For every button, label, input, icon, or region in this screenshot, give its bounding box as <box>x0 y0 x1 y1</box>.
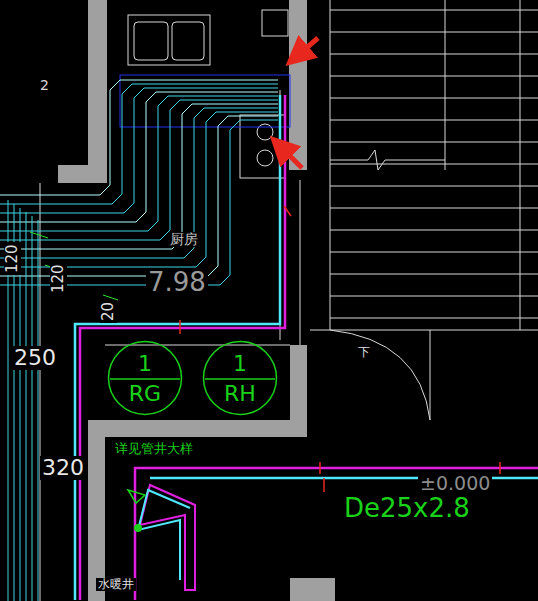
plan-label: 20 <box>100 300 117 323</box>
walls <box>58 0 335 601</box>
circle-text: RG <box>107 383 183 405</box>
plan-label: 水暖井 <box>96 578 136 591</box>
equipment-circle: 1RG <box>107 340 183 416</box>
plan-label: 下 <box>356 346 372 359</box>
plan-label: 7.98 <box>146 268 208 297</box>
equipment-circle: 1RH <box>202 340 278 416</box>
plan-label: 320 <box>40 456 86 480</box>
plan-label: 120 <box>50 262 67 295</box>
plan-label: 2 <box>38 78 51 93</box>
plan-label: 120 <box>4 242 21 275</box>
plan-label: 厨房 <box>168 232 200 247</box>
plan-label: ±0.000 <box>418 473 492 494</box>
stair-lines <box>310 0 538 420</box>
circle-text: RH <box>202 383 278 405</box>
circle-text: 1 <box>202 353 278 375</box>
plan-label: 详见管井大样 <box>113 442 195 456</box>
plan-label: 250 <box>12 346 58 370</box>
circle-text: 1 <box>107 353 183 375</box>
plan-label: De25x2.8 <box>342 494 472 523</box>
callout-arrow <box>274 38 318 168</box>
fixtures <box>40 10 300 601</box>
